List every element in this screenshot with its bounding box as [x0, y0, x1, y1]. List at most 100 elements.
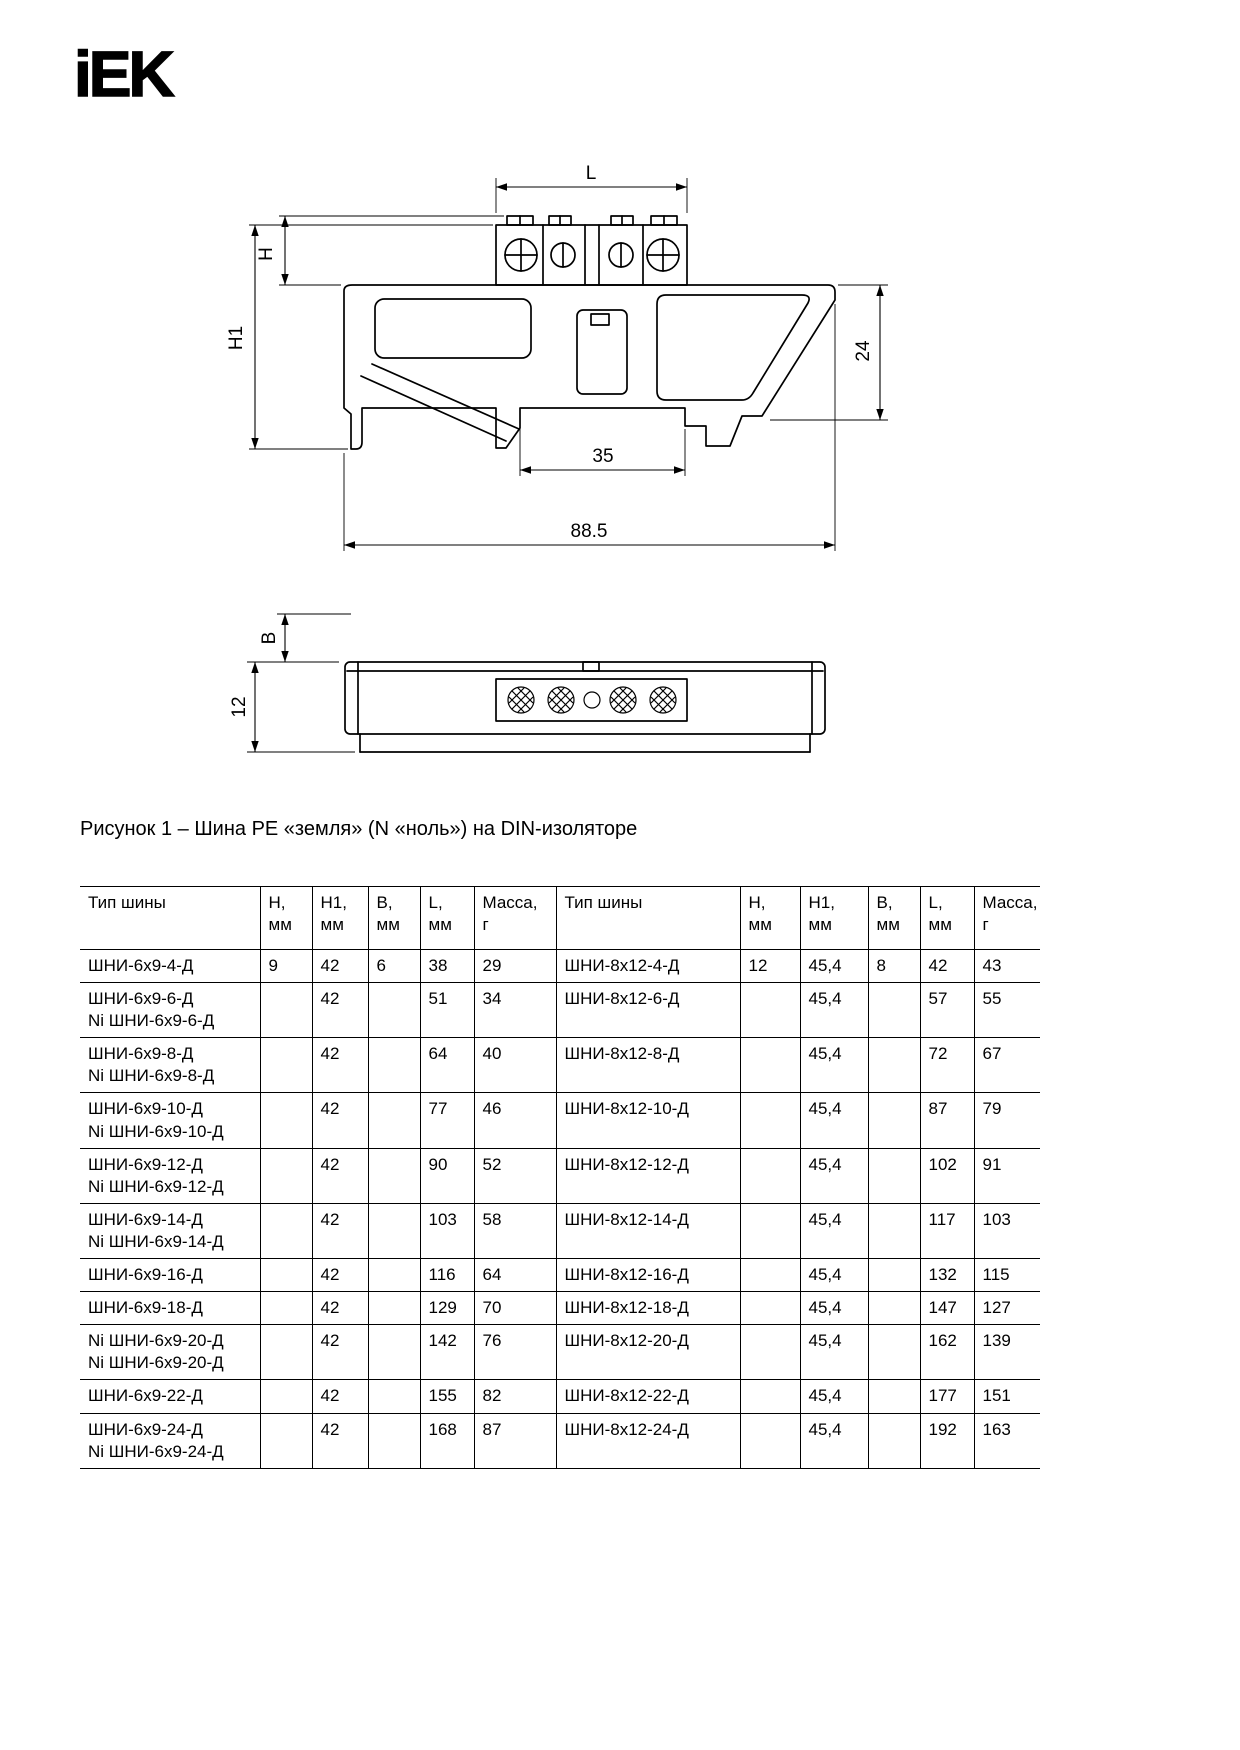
side-view-drawing: L H H1 24 35 88.5: [226, 163, 888, 551]
cell-value: 42: [311, 1147, 369, 1204]
cell-value: [367, 1037, 421, 1094]
dim-label-35: 35: [592, 446, 613, 467]
cell-value: [739, 1147, 801, 1204]
column-header: B, мм: [867, 886, 921, 950]
cell-value: 42: [311, 1291, 369, 1326]
cell-value: 8: [867, 948, 921, 984]
cell-value: 42: [311, 1202, 369, 1260]
cell-value: 129: [419, 1291, 475, 1326]
cell-type-name: ШНИ-6х9-18-Д: [80, 1291, 261, 1326]
cell-value: 40: [473, 1037, 557, 1094]
cell-value: 45,4: [799, 982, 869, 1039]
cell-type-name: ШНИ-8х12-14-Д: [555, 1202, 741, 1260]
dim-label-L: L: [586, 163, 597, 184]
cell-value: 67: [973, 1037, 1040, 1094]
cell-value: 46: [473, 1092, 557, 1149]
cell-value: [739, 1202, 801, 1260]
cell-value: 51: [419, 982, 475, 1039]
cell-value: [739, 982, 801, 1039]
cell-value: 127: [973, 1291, 1040, 1326]
cell-value: 64: [473, 1258, 557, 1293]
cell-value: [739, 1412, 801, 1469]
cell-type-name: ШНИ-6х9-8-Д Ni ШНИ-6х9-8-Д: [80, 1037, 261, 1094]
cell-value: [367, 1092, 421, 1149]
cell-value: [739, 1291, 801, 1326]
cell-value: [259, 1258, 313, 1293]
cell-value: [867, 1291, 921, 1326]
cell-value: 103: [973, 1202, 1040, 1260]
column-header: L, мм: [419, 886, 475, 950]
cell-value: 42: [311, 982, 369, 1039]
cell-value: 76: [473, 1324, 557, 1381]
cell-type-name: ШНИ-6х9-10-Д Ni ШНИ-6х9-10-Д: [80, 1092, 261, 1149]
brand-logo: iEK: [73, 38, 175, 110]
cell-value: 155: [419, 1379, 475, 1414]
cell-value: 115: [973, 1258, 1040, 1293]
cell-value: 29: [473, 948, 557, 984]
cell-value: 72: [919, 1037, 975, 1094]
cell-value: 42: [311, 1412, 369, 1469]
column-header: Масса, г: [973, 886, 1040, 950]
cell-type-name: ШНИ-6х9-22-Д: [80, 1379, 261, 1414]
cell-value: 57: [919, 982, 975, 1039]
cell-type-name: ШНИ-6х9-14-Д Ni ШНИ-6х9-14-Д: [80, 1202, 261, 1260]
cell-type-name: ШНИ-6х9-12-Д Ni ШНИ-6х9-12-Д: [80, 1147, 261, 1204]
cell-value: [259, 1092, 313, 1149]
cell-value: 9: [259, 948, 313, 984]
cell-value: 142: [419, 1324, 475, 1381]
dimension-lines-top: [251, 614, 289, 752]
cell-value: [259, 1324, 313, 1381]
cell-value: 38: [419, 948, 475, 984]
cell-value: [367, 982, 421, 1039]
cell-type-name: ШНИ-8х12-12-Д: [555, 1147, 741, 1204]
cell-value: 34: [473, 982, 557, 1039]
cell-value: 45,4: [799, 1037, 869, 1094]
cell-value: 42: [311, 1324, 369, 1381]
cell-type-name: Ni ШНИ-6х9-20-Д Ni ШНИ-6х9-20-Д: [80, 1324, 261, 1381]
cell-value: [867, 1202, 921, 1260]
cell-value: 117: [919, 1202, 975, 1260]
cell-value: 55: [973, 982, 1040, 1039]
cell-value: 90: [419, 1147, 475, 1204]
cell-value: 192: [919, 1412, 975, 1469]
cell-value: 116: [419, 1258, 475, 1293]
cell-value: 45,4: [799, 1092, 869, 1149]
cell-value: [867, 1092, 921, 1149]
dim-label-H1: H1: [226, 326, 247, 350]
cell-value: [367, 1412, 421, 1469]
cell-value: 162: [919, 1324, 975, 1381]
cell-value: 87: [919, 1092, 975, 1149]
dim-label-24: 24: [853, 340, 874, 362]
busbar-top-outline: [344, 661, 826, 753]
cell-value: 147: [919, 1291, 975, 1326]
dim-label-88-5: 88.5: [571, 521, 608, 542]
column-header: H1, мм: [799, 886, 869, 950]
cell-type-name: ШНИ-8х12-20-Д: [555, 1324, 741, 1381]
cell-type-name: ШНИ-6х9-4-Д: [80, 948, 261, 984]
cell-type-name: ШНИ-8х12-18-Д: [555, 1291, 741, 1326]
column-header: Тип шины: [555, 886, 741, 950]
cell-value: [867, 1147, 921, 1204]
cell-value: 70: [473, 1291, 557, 1326]
cell-value: 42: [311, 1379, 369, 1414]
cell-value: [739, 1092, 801, 1149]
cell-value: 87: [473, 1412, 557, 1469]
column-header: Масса, г: [473, 886, 557, 950]
cell-value: 102: [919, 1147, 975, 1204]
cell-type-name: ШНИ-8х12-6-Д: [555, 982, 741, 1039]
cell-type-name: ШНИ-6х9-16-Д: [80, 1258, 261, 1293]
cell-value: [259, 1412, 313, 1469]
dim-label-H: H: [256, 247, 277, 261]
dim-label-B: B: [259, 632, 280, 645]
cell-value: [867, 1258, 921, 1293]
